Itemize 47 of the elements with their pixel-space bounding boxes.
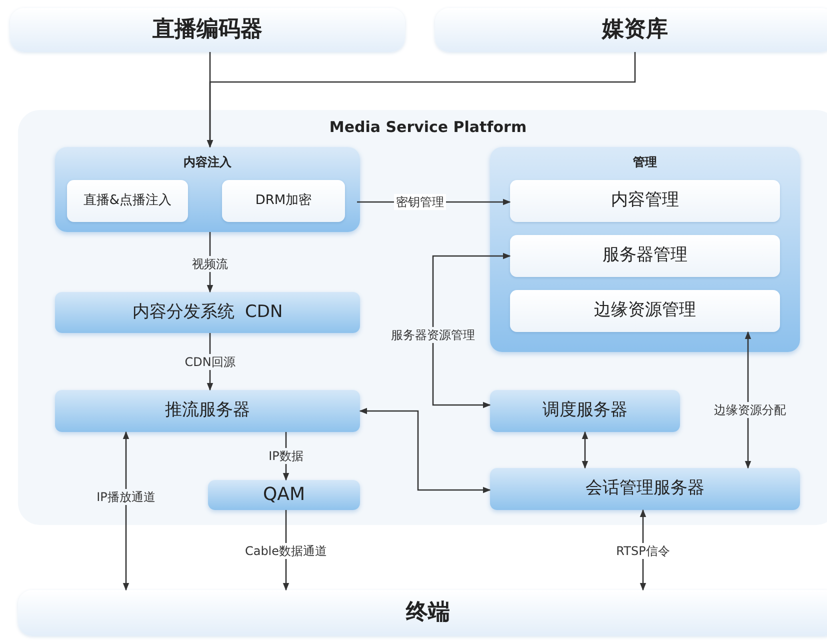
header-box: [10, 8, 405, 52]
node-label: 推流服务器: [164, 400, 251, 422]
arrow: [206, 52, 636, 148]
node-label: 边缘资源管理: [593, 300, 697, 322]
platform-panel: [18, 110, 827, 525]
group-box: [490, 147, 800, 352]
header-box: [435, 8, 827, 52]
server-box: [55, 390, 360, 432]
module-box: [510, 290, 780, 332]
server-box: [490, 390, 680, 432]
node-label: 直播编码器: [152, 16, 264, 44]
edge-label: IP数据: [266, 448, 306, 464]
group-box: [55, 147, 360, 232]
module-box: [510, 180, 780, 222]
header-box: [18, 590, 827, 636]
node-label: 内容管理: [610, 190, 680, 212]
edge-label: 边缘资源分配: [712, 402, 788, 418]
arrow: [122, 431, 130, 591]
edge-label: IP播放通道: [94, 489, 158, 505]
node-label: 调度服务器: [542, 400, 628, 422]
edge-label: RTSP信令: [614, 543, 672, 559]
server-box: [208, 480, 360, 510]
node-label: DRM加密: [254, 192, 313, 210]
edge-label: 服务器资源管理: [389, 327, 477, 343]
server-box: [55, 292, 360, 333]
edge-label: CDN回源: [182, 354, 238, 370]
edge-label: Cable数据通道: [242, 543, 330, 559]
module-box: [67, 180, 188, 222]
group-title: Media Service Platform: [328, 118, 528, 137]
group-title: 管理: [632, 155, 658, 170]
node-label: QAM: [262, 484, 306, 506]
server-box: [490, 468, 800, 510]
module-box: [510, 235, 780, 277]
edge-label: 密钥管理: [394, 194, 446, 210]
arrow: [432, 252, 511, 408]
node-label: 会话管理服务器: [584, 478, 706, 500]
node-label: 服务器管理: [602, 245, 688, 267]
node-label: 直播&点播注入: [82, 192, 173, 210]
arrow: [359, 408, 491, 494]
arrow: [582, 431, 588, 469]
arrow: [744, 331, 752, 469]
edge-label: 视频流: [190, 256, 230, 272]
node-label: 媒资库: [600, 16, 669, 44]
group-title: 内容注入: [182, 155, 232, 170]
module-box: [222, 180, 345, 222]
node-label: 终端: [404, 599, 451, 627]
node-label: 内容分发系统 CDN: [131, 302, 284, 324]
